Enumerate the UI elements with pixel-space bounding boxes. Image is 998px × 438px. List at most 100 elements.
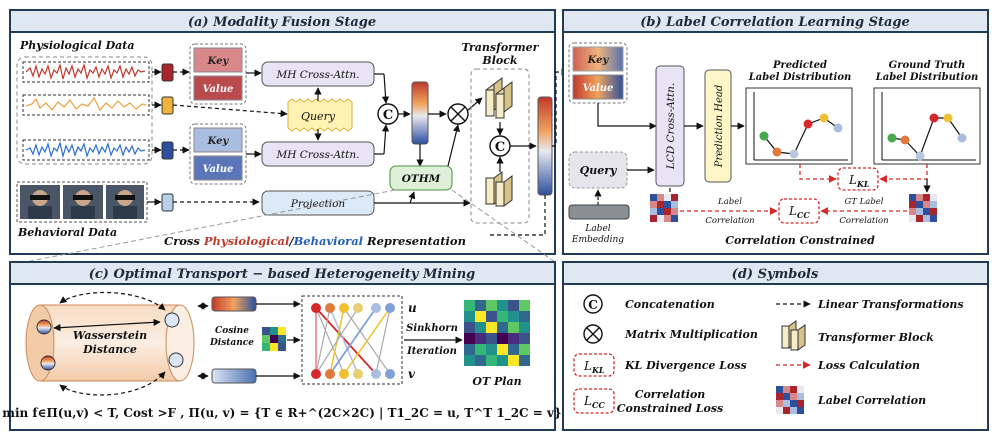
legend-concat-icon <box>583 294 603 314</box>
gt-dist-label-2: Label Distribution <box>875 72 979 83</box>
mh-cross-attn-bottom-label: MH Cross-Attn. <box>276 149 360 161</box>
panel-ot-heterogeneity-mining: (c) Optimal Transport − based Heterogene… <box>2 261 562 431</box>
panel-label-correlation: (b) Label Correlation Learning Stage Key… <box>562 9 989 255</box>
label-embedding-label-2: Embedding <box>571 235 624 245</box>
cosine-label-1: Cosine <box>215 326 249 336</box>
cc-loss-label: LCC <box>788 204 810 220</box>
predicted-dist-label-1: Predicted <box>772 60 827 71</box>
encoder-blue <box>161 141 174 160</box>
dist-point-left-1 <box>36 319 52 335</box>
ot-plan-label: OT Plan <box>472 375 521 388</box>
kl-loss-box <box>837 167 879 191</box>
b-query-label: Query <box>580 164 618 177</box>
lcd-cross-attn-label: LCD Cross-Attn. <box>665 83 677 170</box>
legend-cc-symbol: LCC <box>583 394 605 410</box>
wasserstein-label-2: Distance <box>82 343 137 356</box>
ot-formula: min f∈Π(u,v) < T, Cost >F , Π(u, v) = {T… <box>2 406 561 421</box>
dist-point-right-1 <box>164 312 180 328</box>
transformer-block-label-2: Block <box>481 54 518 67</box>
predicted-label-correlation-matrix <box>650 194 678 222</box>
output-feature-bar <box>537 96 553 196</box>
panel-b-title: (b) Label Correlation Learning Stage <box>640 15 910 30</box>
label-embedding-label-1: Label <box>584 224 610 234</box>
v-label: v <box>408 367 416 381</box>
legend-cc-text-1: Correlation <box>635 388 706 401</box>
panel-d-title: (d) Symbols <box>732 267 819 282</box>
cosine-cost-matrix <box>262 327 286 351</box>
ground-truth-distribution-plot <box>873 87 981 165</box>
prediction-head-label: Prediction Head <box>714 85 725 169</box>
value-label-blue: Value <box>203 164 234 175</box>
value-box-blue <box>193 155 243 181</box>
dist-point-right-2 <box>168 352 184 368</box>
kl-loss-label: LKL <box>848 173 870 189</box>
signal-wave-yellow <box>25 96 147 112</box>
legend-label-correlation-text: Label Correlation <box>817 394 926 407</box>
gt-correlation-caption-2: Correlation <box>839 216 888 226</box>
wasserstein-label-1: Wasserstein <box>73 329 147 342</box>
behavioral-frames <box>16 181 148 223</box>
gt-dist-label-1: Ground Truth <box>889 60 966 71</box>
cc-loss-box <box>778 198 820 224</box>
othm-box <box>389 165 453 191</box>
legend-kl-symbol: LKL <box>583 359 605 375</box>
projection-label: Projection <box>290 198 346 210</box>
cosine-label-2: Distance <box>209 338 254 348</box>
transport-bipartite-graph <box>301 295 403 385</box>
dist-point-left-2 <box>40 355 56 371</box>
physiological-data-label: Physiological Data <box>19 39 134 52</box>
sinkhorn-label-2: Iteration <box>406 346 457 357</box>
legend-cc-text-2: Constrained Loss <box>617 402 723 415</box>
label-embedding-box <box>568 204 630 220</box>
key-label-blue: Key <box>207 136 230 147</box>
b-key-label: Key <box>587 55 610 66</box>
caption-physiological: Physiological <box>203 234 290 248</box>
u-label: u <box>408 301 417 315</box>
correlation-constrained-caption: Correlation Constrained <box>725 234 875 247</box>
signal-wave-blue <box>25 140 146 159</box>
key-box-red <box>193 47 243 73</box>
b-value-label: Value <box>583 83 614 94</box>
legend-concat-text: Concatenation <box>625 298 715 311</box>
physio-feature-bar-h <box>211 296 257 312</box>
legend-matmul-text: Matrix Multiplication <box>624 328 758 341</box>
othm-label: OTHM <box>402 173 441 185</box>
label-correlation-caption-1: Label <box>717 197 742 207</box>
legend-transformer-icon <box>781 320 806 351</box>
key-box-blue <box>193 127 243 153</box>
panel-symbols: (d) Symbols C Concatenation Matrix Multi… <box>562 261 989 431</box>
behavioral-data-label: Behavioral Data <box>17 226 117 239</box>
cross-representation-caption: Cross Physiological/Behavioral Represent… <box>164 234 466 248</box>
mh-cross-attn-top-label: MH Cross-Attn. <box>276 69 360 81</box>
gt-label-correlation-matrix <box>909 194 937 222</box>
query-label: Query <box>301 110 336 123</box>
panel-c-title: (c) Optimal Transport − based Heterogene… <box>89 267 476 282</box>
panel-modality-fusion: (a) Modality Fusion Stage Physiological … <box>9 9 556 255</box>
label-correlation-caption-2: Correlation <box>705 216 754 226</box>
transformer-block-icon-bottom <box>485 171 513 207</box>
transformer-block-icon-top <box>485 77 513 119</box>
behav-feature-bar-h <box>211 368 257 384</box>
legend-linear-text: Linear Transformations <box>817 298 964 311</box>
b-key-box <box>572 46 624 72</box>
encoder-yellow <box>161 96 174 115</box>
sinkhorn-label-1: Sinkhorn <box>406 323 458 334</box>
transformer-block-label-1: Transformer <box>462 41 540 54</box>
signal-wave-red <box>25 62 146 81</box>
legend-transformer-text: Transformer Block <box>818 331 934 344</box>
caption-behavioral: Behavioral <box>293 234 364 248</box>
legend-label-correlation-icon <box>776 386 804 414</box>
legend-loss-text: Loss Calculation <box>817 359 920 372</box>
value-label-red: Value <box>203 84 234 95</box>
key-label-red: Key <box>207 56 230 67</box>
fused-feature-bar <box>411 81 429 145</box>
legend-concat-icon-label: C <box>588 298 598 312</box>
predicted-dist-label-2: Label Distribution <box>748 72 852 83</box>
ot-plan-matrix <box>464 300 530 366</box>
concat-icon-2-label: C <box>495 140 505 155</box>
legend-kl-box <box>573 353 615 377</box>
panel-a-title: (a) Modality Fusion Stage <box>188 15 376 30</box>
encoder-red <box>161 63 174 82</box>
gt-correlation-caption-1: GT Label <box>844 197 883 207</box>
legend-cc-box <box>573 388 615 414</box>
